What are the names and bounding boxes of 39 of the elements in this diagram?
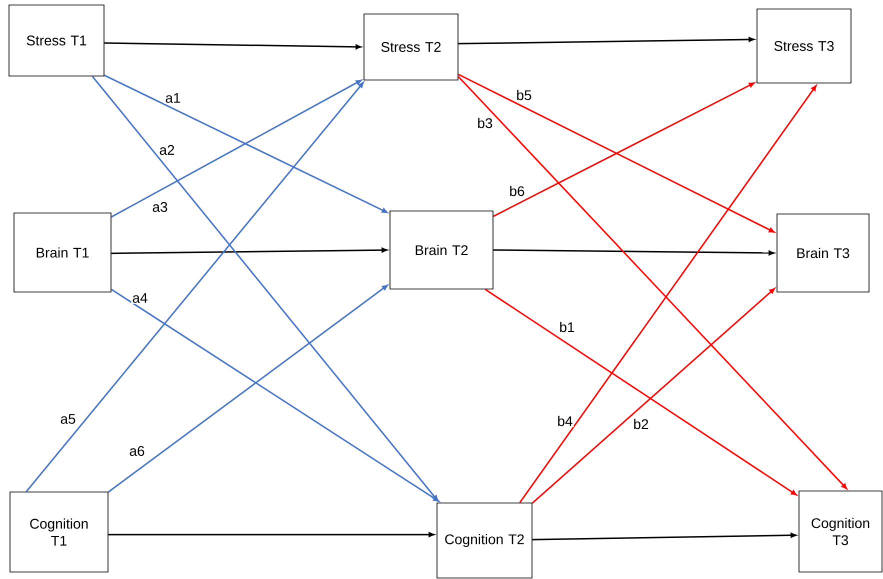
- arrow: [111, 248, 388, 254]
- edge-label: a5: [59, 413, 77, 425]
- arrow: [519, 85, 817, 504]
- edge-label: a2: [158, 144, 176, 156]
- arrow: [458, 76, 848, 490]
- arrow: [484, 288, 797, 496]
- edge-label: b1: [558, 320, 576, 334]
- edge-label: a6: [128, 445, 146, 457]
- edge-label: a4: [131, 292, 149, 304]
- arrow: [108, 284, 388, 493]
- edge-label: b2: [632, 418, 650, 430]
- arrow: [104, 42, 362, 50]
- edge-label: a1: [164, 92, 182, 104]
- arrow: [493, 82, 755, 217]
- arrow: [493, 249, 774, 256]
- variable-box: Brain T1: [14, 212, 112, 292]
- arrow: [92, 76, 438, 501]
- arrow: [26, 82, 364, 492]
- arrow: [108, 532, 434, 538]
- edge-label: b6: [508, 184, 526, 198]
- variable-box: Brain T3: [776, 214, 870, 292]
- variable-box: Cognition T2: [436, 502, 532, 578]
- arrow: [458, 74, 775, 233]
- arrow: [532, 532, 796, 540]
- variable-box: Cognition T3: [798, 490, 882, 572]
- edge-label: b5: [515, 88, 533, 102]
- arrow: [111, 288, 440, 502]
- edge-label: a3: [151, 201, 169, 213]
- arrow: [532, 288, 776, 504]
- edge-label: b4: [556, 414, 574, 428]
- variable-box: Stress T3: [756, 8, 852, 84]
- variable-box: Stress T1: [8, 4, 104, 76]
- variable-box: Brain T2: [390, 210, 494, 290]
- arrow: [458, 37, 754, 44]
- variable-box: Stress T2: [364, 14, 458, 80]
- edge-label: b3: [476, 116, 494, 130]
- arrow: [111, 80, 362, 218]
- arrow: [104, 74, 388, 214]
- variable-box: Cognition T1: [10, 492, 108, 572]
